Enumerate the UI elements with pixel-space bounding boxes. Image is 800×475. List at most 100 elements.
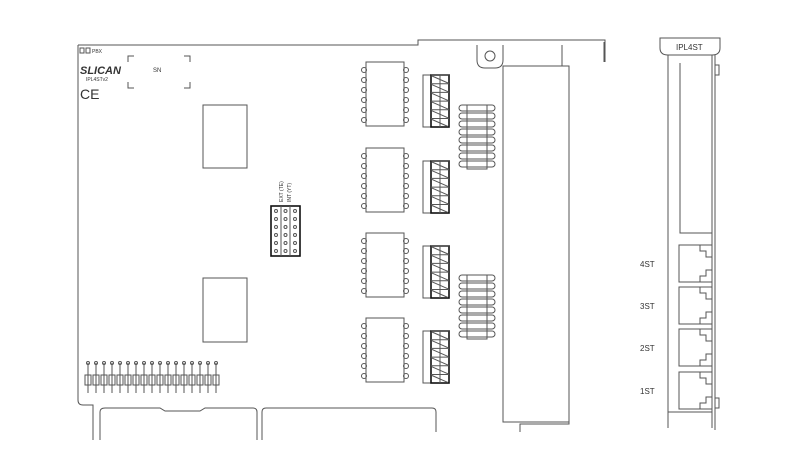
rj45-port-2ST[interactable] <box>678 328 713 367</box>
jumper-pin <box>283 241 288 245</box>
chip-pin <box>403 163 409 169</box>
chip-pin <box>361 77 367 83</box>
chip-pin <box>403 278 409 284</box>
panel-title: IPL4ST <box>676 43 703 52</box>
chip-pin <box>361 117 367 123</box>
jumper-pin <box>274 225 278 229</box>
resistor <box>458 104 496 112</box>
rj45-port-1ST[interactable] <box>678 371 713 410</box>
bracket <box>502 65 570 423</box>
chip-pin <box>403 67 409 73</box>
chip-pin <box>361 268 367 274</box>
jumper-pin <box>274 249 278 253</box>
chip-pin <box>361 67 367 73</box>
jumper-pin <box>283 209 288 213</box>
chip-pin <box>403 238 409 244</box>
jumper-pin <box>293 249 297 253</box>
ic-chip-4 <box>365 317 405 383</box>
resistor-array-2 <box>466 274 488 340</box>
model-label: IPL4STv2 <box>86 77 108 83</box>
chip-pin <box>361 107 367 113</box>
chip-pin <box>361 343 367 349</box>
jumper-pin <box>274 217 278 221</box>
port-label: 1ST <box>640 387 655 396</box>
resistor-array-1 <box>466 104 488 170</box>
chip-pin <box>403 107 409 113</box>
chip-pin <box>361 173 367 179</box>
chip-pin <box>403 333 409 339</box>
chip-pin <box>361 278 367 284</box>
jumper-pin <box>293 225 297 229</box>
chip-pin <box>361 238 367 244</box>
chip-pin <box>403 288 409 294</box>
jumper-pin <box>274 241 278 245</box>
chip-pin <box>403 258 409 264</box>
chip-pin <box>403 248 409 254</box>
chip-pin <box>361 353 367 359</box>
chip-pin <box>361 193 367 199</box>
jumper-pin <box>293 209 297 213</box>
ic-large-2 <box>202 277 248 343</box>
resistor <box>458 136 496 144</box>
port-label: 2ST <box>640 344 655 353</box>
ic-chip-1 <box>365 61 405 127</box>
svg-text:PBX: PBX <box>92 49 103 55</box>
chip-pin <box>403 203 409 209</box>
resistor <box>458 160 496 168</box>
jumper-pin <box>283 217 288 221</box>
ic-large-1 <box>202 104 248 169</box>
chip-pin <box>403 153 409 159</box>
chip-pin <box>403 193 409 199</box>
chip-pin <box>403 353 409 359</box>
jumper-pin <box>283 249 288 253</box>
ic-chip-2 <box>365 147 405 213</box>
jumper-block-3 <box>422 245 432 299</box>
sn-label: SN <box>153 68 161 74</box>
chip-pin <box>361 363 367 369</box>
resistor <box>458 306 496 314</box>
port-label: 4ST <box>640 260 655 269</box>
resistor <box>458 274 496 282</box>
jumper-pin <box>283 233 288 237</box>
jumper-pin <box>293 233 297 237</box>
chip-pin <box>361 333 367 339</box>
chip-pin <box>403 77 409 83</box>
bracket-tab <box>476 45 504 69</box>
chip-pin <box>361 153 367 159</box>
serial-number-area: SN <box>127 55 191 89</box>
resistor <box>458 128 496 136</box>
jumper-block-2 <box>422 160 432 214</box>
front-panel: IPL4ST 4ST 3ST 2ST 1ST <box>640 37 721 430</box>
pcb-outline <box>77 39 606 440</box>
chip-pin <box>361 87 367 93</box>
chip-pin <box>361 203 367 209</box>
resistor <box>458 330 496 338</box>
chip-pin <box>403 323 409 329</box>
chip-pin <box>403 87 409 93</box>
rj45-port-4ST[interactable] <box>678 244 713 283</box>
logo-block: PBX SLICAN IPL4STv2 CE <box>79 47 122 102</box>
chip-pin <box>361 163 367 169</box>
chip-pin <box>361 373 367 379</box>
jumper-pin <box>274 233 278 237</box>
resistor <box>458 282 496 290</box>
chip-pin <box>361 288 367 294</box>
jumper-pin <box>274 209 278 213</box>
resistor <box>458 112 496 120</box>
port-label: 3ST <box>640 302 655 311</box>
chip-pin <box>403 343 409 349</box>
chip-pin <box>361 248 367 254</box>
rj45-port-3ST[interactable] <box>678 286 713 325</box>
resistor <box>458 144 496 152</box>
jumper-block-1 <box>422 74 432 128</box>
jumper-pin <box>293 241 297 245</box>
resistor <box>458 152 496 160</box>
chip-pin <box>361 258 367 264</box>
resistor <box>458 290 496 298</box>
chip-pin <box>403 173 409 179</box>
jumper-pin <box>283 225 288 229</box>
clock-jumper: EXT (TE) INT (YT) <box>270 181 301 257</box>
chip-pin <box>403 363 409 369</box>
chip-pin <box>361 323 367 329</box>
jumper-block-4 <box>422 330 432 384</box>
